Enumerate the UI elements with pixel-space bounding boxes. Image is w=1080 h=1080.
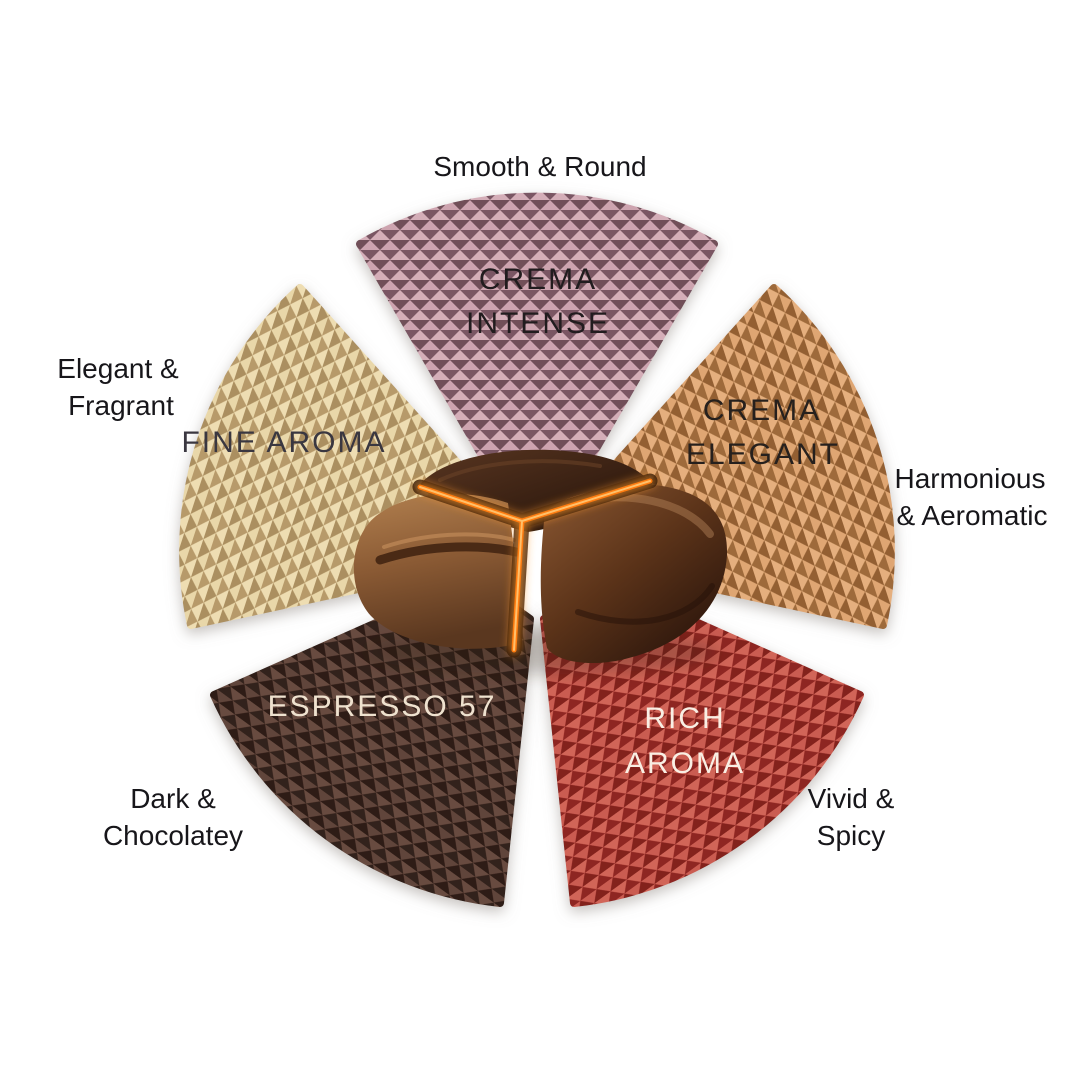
wedge-crema-intense — [356, 192, 718, 496]
wheel-segments — [179, 192, 895, 907]
descriptor-dark-line-1: Dark & — [130, 783, 216, 814]
bean-left-piece-highlight — [382, 532, 516, 549]
bean-glow-core — [419, 480, 651, 651]
bean-right-piece-crease — [575, 583, 715, 625]
segment-label-rich-aroma-line-1: RICH — [644, 702, 725, 735]
segment-labels: CREMA INTENSE CREMA ELEGANT RICH AROMA E… — [181, 263, 840, 780]
segment-label-espresso-57: ESPRESSO 57 — [268, 690, 497, 723]
bean-top-piece-streak — [438, 459, 602, 482]
descriptor-harmonious-line-2: & Aeromatic — [897, 500, 1048, 531]
descriptor-smooth-round: Smooth & Round — [433, 151, 646, 182]
coffee-bean-center-image — [353, 449, 728, 674]
descriptor-vivid-line-2: Spicy — [817, 820, 885, 851]
segment-label-fine-aroma: FINE AROMA — [181, 426, 386, 459]
bean-left-piece-crease — [375, 542, 521, 565]
segment-label-crema-intense-line-1: CREMA — [479, 263, 597, 296]
descriptor-vivid-line-1: Vivid & — [808, 783, 895, 814]
descriptor-harmonious-line-1: Harmonious — [895, 463, 1046, 494]
descriptor-labels: Smooth & Round Harmonious & Aeromatic Vi… — [57, 151, 1047, 851]
segment-label-crema-elegant-line-2: ELEGANT — [686, 438, 840, 471]
segment-label-crema-intense-line-2: INTENSE — [466, 307, 610, 340]
segment-label-crema-elegant-line-1: CREMA — [703, 394, 821, 427]
segment-label-rich-aroma-line-2: AROMA — [625, 747, 745, 780]
bean-right-piece — [540, 485, 728, 664]
descriptor-elegant-line-2: Fragrant — [68, 390, 174, 421]
bean-left-piece — [353, 493, 518, 649]
descriptor-elegant-line-1: Elegant & — [57, 353, 179, 384]
descriptor-dark-line-2: Chocolatey — [103, 820, 243, 851]
